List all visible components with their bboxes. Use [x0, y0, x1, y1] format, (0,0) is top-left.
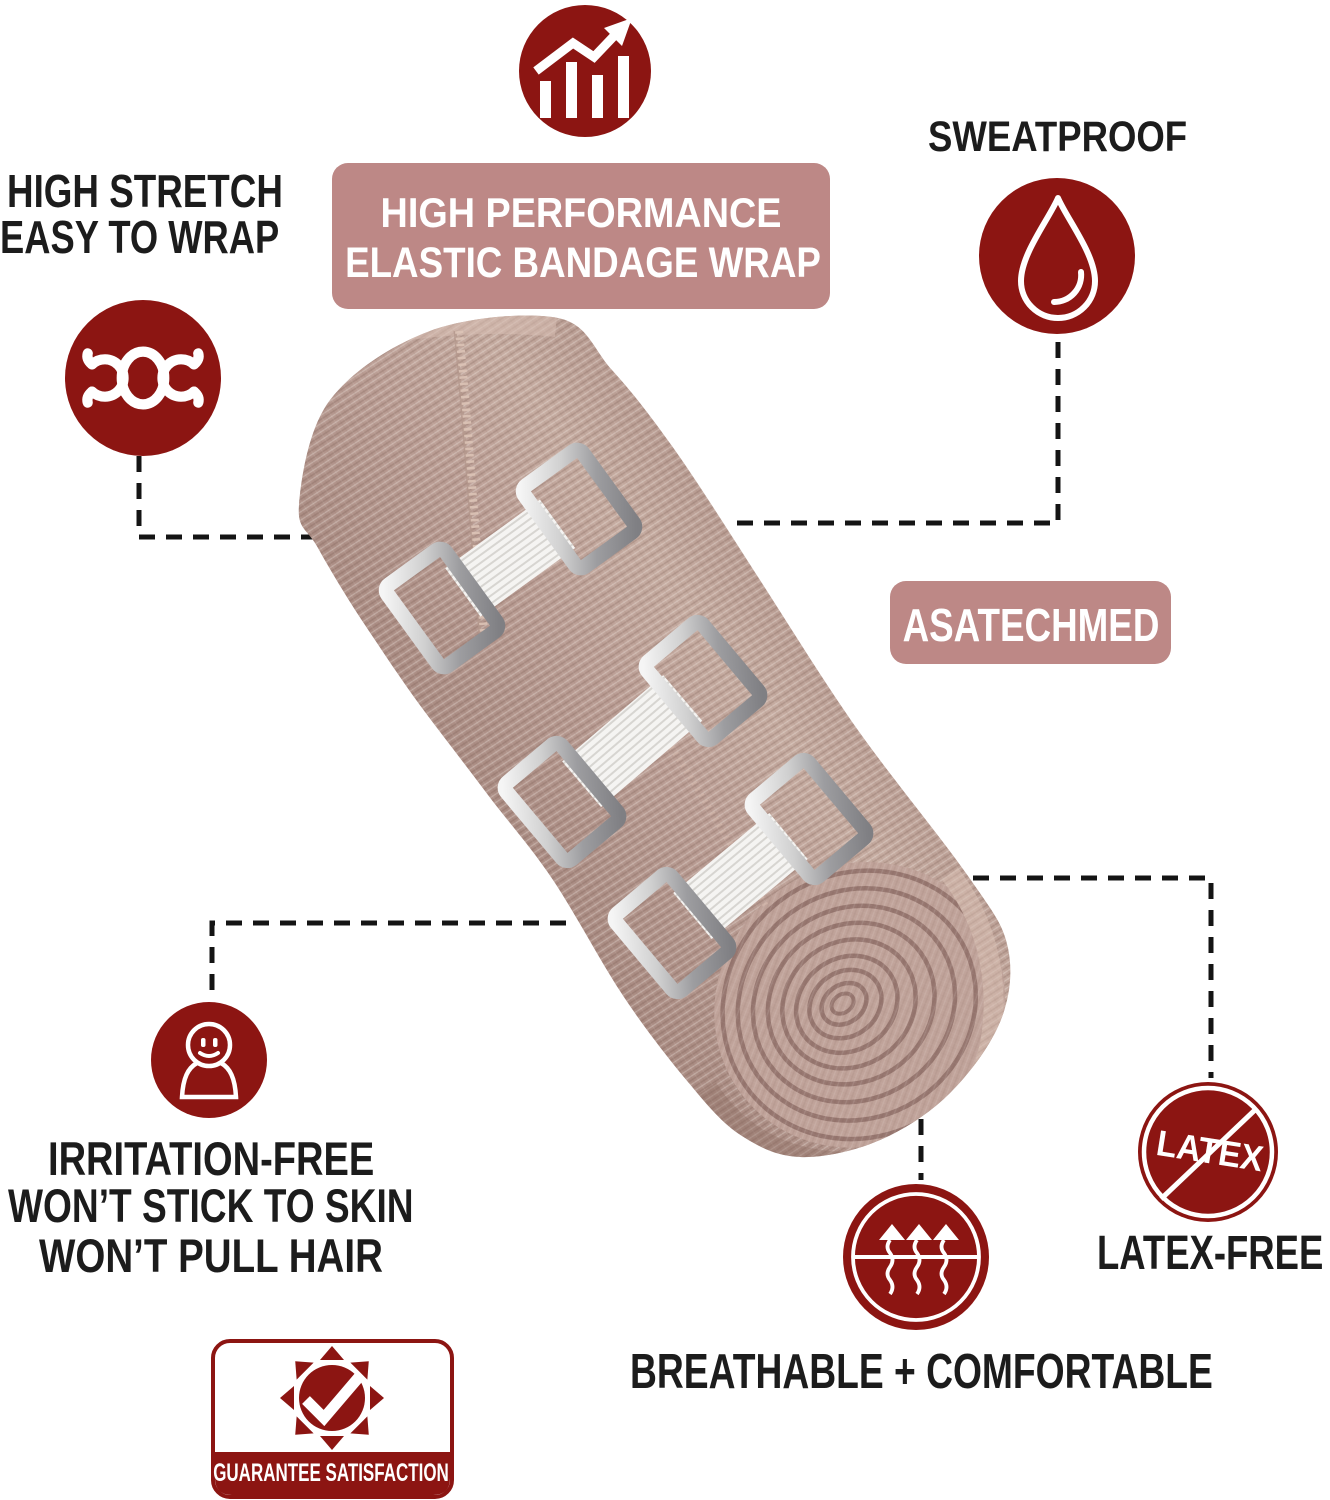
- svg-text:ASATECHMED: ASATECHMED: [903, 599, 1160, 651]
- svg-text:ELASTIC BANDAGE WRAP: ELASTIC BANDAGE WRAP: [345, 239, 821, 286]
- svg-text:BREATHABLE + COMFORTABLE: BREATHABLE + COMFORTABLE: [630, 1345, 1213, 1399]
- svg-text:GUARANTEE SATISFACTION: GUARANTEE SATISFACTION: [213, 1459, 449, 1487]
- svg-text:WON’T PULL HAIR: WON’T PULL HAIR: [39, 1230, 383, 1282]
- svg-text:LATEX-FREE: LATEX-FREE: [1097, 1226, 1323, 1280]
- svg-text:WON’T STICK TO SKIN: WON’T STICK TO SKIN: [8, 1180, 414, 1232]
- svg-text:EASY TO WRAP: EASY TO WRAP: [0, 211, 279, 263]
- svg-text:HIGH STRETCH: HIGH STRETCH: [7, 165, 283, 217]
- svg-text:IRRITATION-FREE: IRRITATION-FREE: [48, 1133, 374, 1186]
- svg-text:SWEATPROOF: SWEATPROOF: [928, 113, 1187, 160]
- svg-text:HIGH PERFORMANCE: HIGH PERFORMANCE: [381, 190, 782, 236]
